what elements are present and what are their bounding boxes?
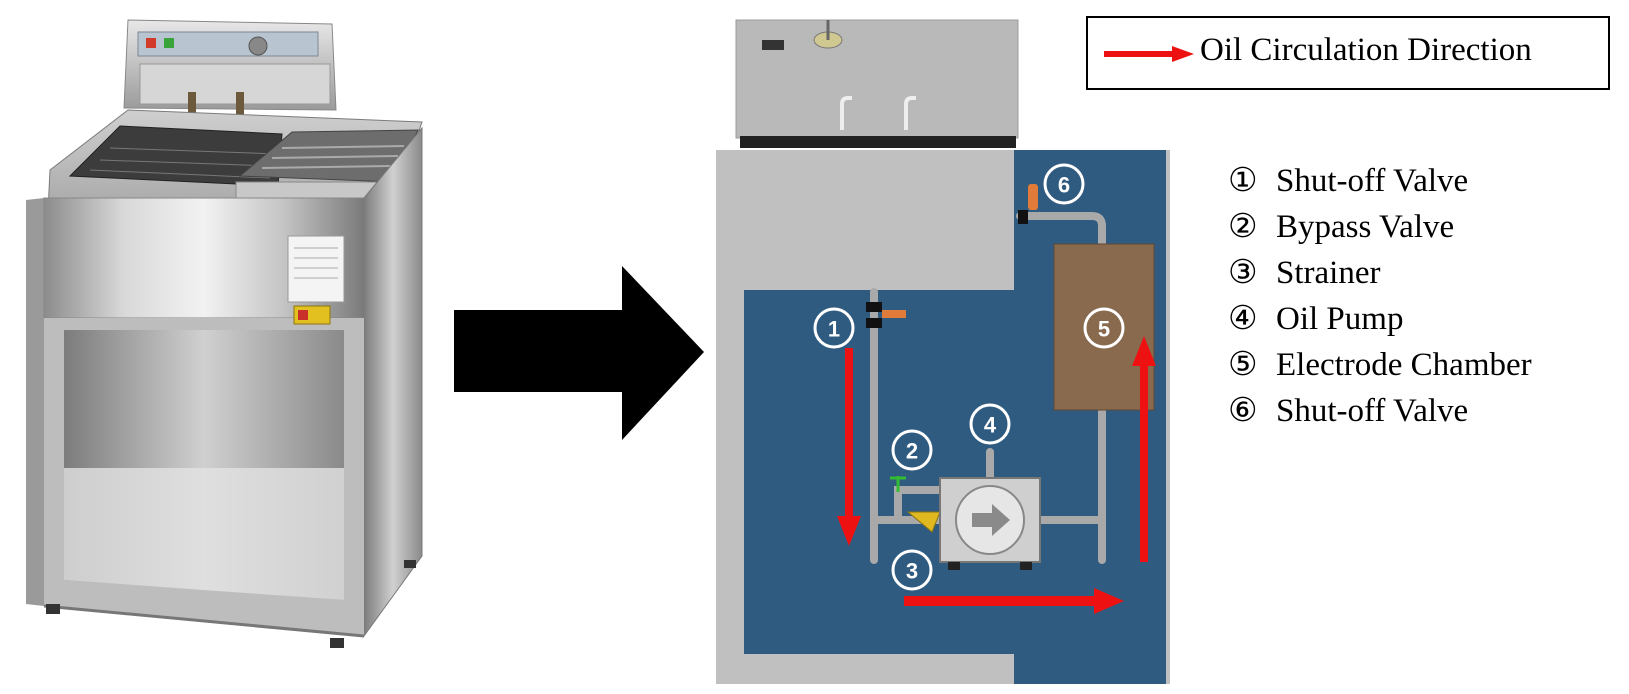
marker-6: 6 xyxy=(1043,163,1085,205)
marker-5: 5 xyxy=(1083,307,1125,349)
schematic: 1 2 3 4 5 6 xyxy=(716,19,1170,684)
svg-text:1: 1 xyxy=(828,317,840,342)
marker-3: 3 xyxy=(891,549,933,591)
electrode-chamber xyxy=(1053,243,1155,411)
legend: Oil Circulation Direction xyxy=(1086,16,1610,90)
svg-text:6: 6 xyxy=(1058,173,1070,198)
transition-arrow xyxy=(454,266,704,440)
marker-2: 2 xyxy=(891,429,933,471)
legend-arrow-icon xyxy=(1104,46,1194,62)
svg-text:4: 4 xyxy=(984,413,997,438)
svg-text:5: 5 xyxy=(1098,317,1110,342)
marker-4: 4 xyxy=(969,403,1011,445)
fryer-photo xyxy=(26,19,423,648)
fryer-top-unit xyxy=(735,19,1019,139)
svg-text:3: 3 xyxy=(906,559,918,584)
valve-6-handle xyxy=(1028,184,1038,210)
svg-text:2: 2 xyxy=(906,439,918,464)
valve-1-handle xyxy=(882,310,906,318)
legend-label: Oil Circulation Direction xyxy=(1200,32,1532,68)
marker-1: 1 xyxy=(813,307,855,349)
strainer-shape xyxy=(906,511,941,533)
